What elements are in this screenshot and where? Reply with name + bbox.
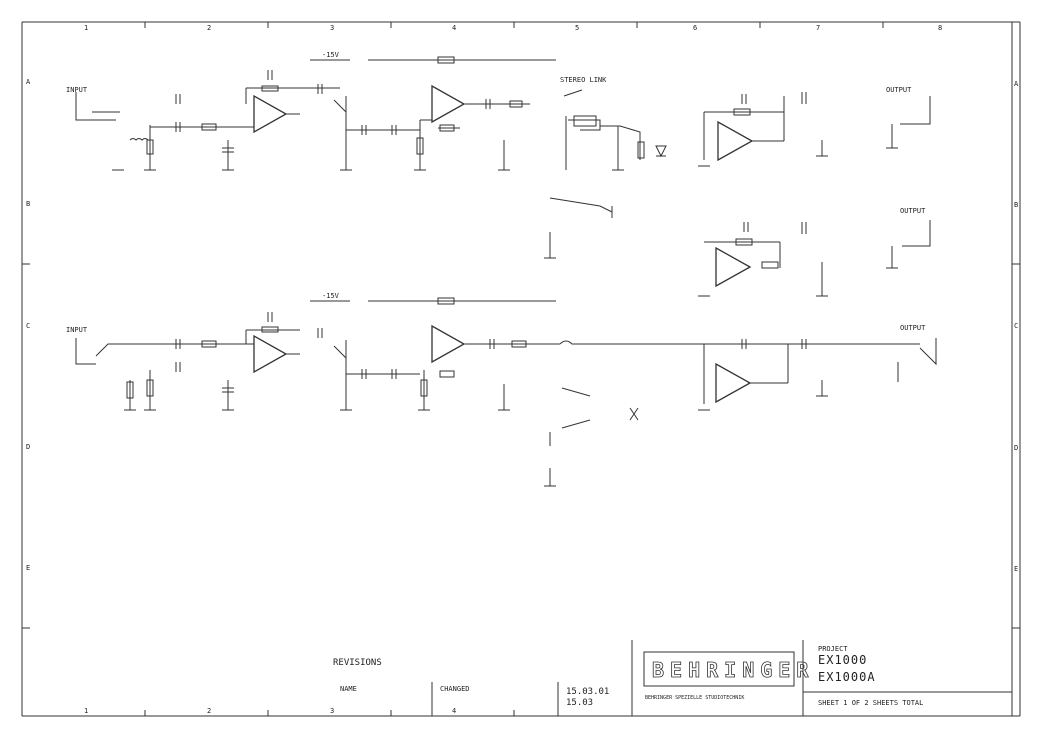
opamp-mid	[704, 222, 781, 288]
row-label-left-a: A	[26, 78, 31, 86]
bus-label-bottom: -15V	[322, 292, 340, 300]
title-block: REVISIONS NAME CHANGED 15.03.01 15.03 BE…	[333, 640, 1012, 716]
col-label-6: 6	[693, 24, 697, 32]
output-label-mid: OUTPUT	[900, 207, 926, 215]
col-label-2: 2	[207, 24, 211, 32]
bus-label-top: -15V	[322, 51, 340, 59]
brand-logo: BEHRINGER	[652, 658, 814, 682]
row-label-right-b: B	[1014, 201, 1018, 209]
opamp-bottom-1	[245, 312, 300, 374]
ground-symbols	[112, 147, 898, 487]
channel-bottom: INPUT -15V	[66, 292, 937, 486]
row-label-right-a: A	[1014, 80, 1019, 88]
col-label-3: 3	[330, 24, 334, 32]
col-label-5: 5	[575, 24, 579, 32]
row-label-right-d: D	[1014, 444, 1018, 452]
col-label-bottom-4: 4	[452, 707, 456, 715]
opamp-top-1	[234, 70, 300, 134]
brand-box	[643, 651, 795, 687]
opamp-top-out	[703, 94, 785, 162]
input-label-top: INPUT	[66, 86, 88, 94]
output-label-top: OUTPUT	[886, 86, 912, 94]
revision-date-1: 15.03.01	[566, 687, 609, 697]
revisions-heading: REVISIONS	[333, 658, 382, 668]
col-label-4: 4	[452, 24, 456, 32]
project-label: PROJECT	[818, 645, 848, 653]
sheet-info: SHEET 1 OF 2 SHEETS TOTAL	[818, 699, 923, 707]
project-name: EX1000	[818, 653, 867, 667]
col-label-1: 1	[84, 24, 88, 32]
input-jack-top: INPUT	[66, 86, 120, 121]
company-name: BEHRINGER SPEZIELLE STUDIOTECHNIK	[645, 695, 744, 701]
col-label-bottom-1: 1	[84, 707, 88, 715]
input-label-bottom: INPUT	[66, 326, 88, 334]
channel-mid-output: OUTPUT	[704, 207, 931, 296]
opamp-bottom-out	[703, 339, 789, 404]
input-jack-bottom: INPUT	[66, 326, 164, 365]
opamp-bottom-2	[431, 324, 560, 378]
row-label-left-b: B	[26, 200, 30, 208]
drawing-name: EX1000A	[818, 670, 876, 684]
sheet-frame	[21, 21, 1021, 717]
row-label-left-d: D	[26, 443, 30, 451]
revision-changed: CHANGED	[440, 685, 470, 693]
row-label-right-e: E	[1014, 565, 1018, 573]
output-label-bottom: OUTPUT	[900, 324, 926, 332]
stereo-link-label: STEREO LINK	[560, 76, 607, 84]
row-label-right-c: C	[1014, 322, 1018, 330]
row-markers: A B C D E A B C D E	[22, 78, 1020, 629]
revision-date-2: 15.03	[566, 698, 593, 708]
row-label-left-e: E	[26, 564, 30, 572]
col-label-8: 8	[938, 24, 942, 32]
column-markers: 1 2 3 4 5 6 7 8 1 2 3 4	[84, 22, 942, 716]
channel-top: INPUT -15V	[66, 51, 931, 258]
col-label-7: 7	[816, 24, 820, 32]
revision-name: NAME	[340, 685, 357, 693]
opamp-top-2	[420, 84, 530, 132]
col-label-bottom-2: 2	[207, 707, 211, 715]
row-label-left-c: C	[26, 322, 30, 330]
col-label-bottom-3: 3	[330, 707, 334, 715]
